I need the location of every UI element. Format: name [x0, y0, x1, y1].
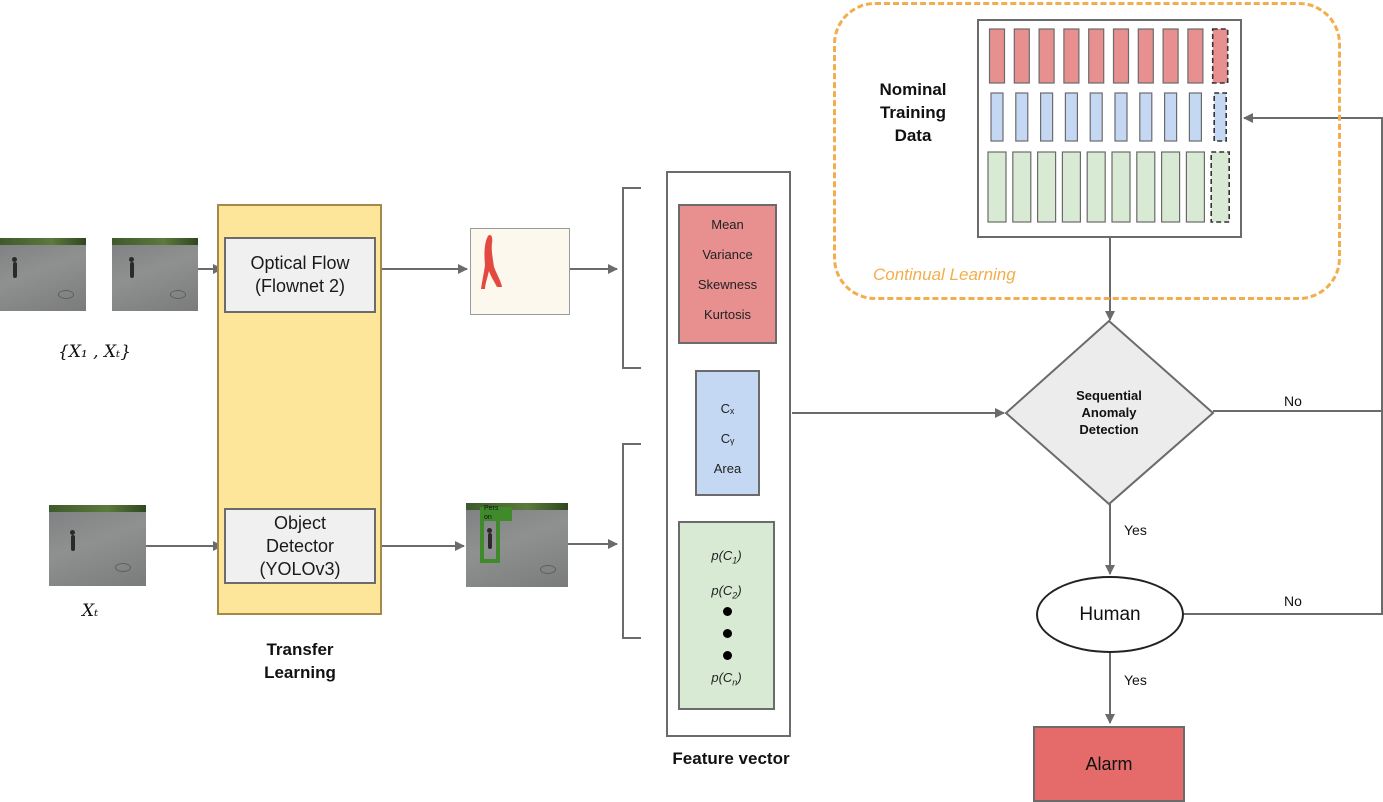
- edge-label-no-1: No: [1284, 393, 1302, 409]
- training-cell-class-3: [1036, 151, 1057, 223]
- input-frame-1: [0, 238, 86, 311]
- training-cell-location-8: [1164, 92, 1178, 142]
- training-cell-motion-3: [1038, 28, 1055, 84]
- sequential-line-3: Detection: [1079, 422, 1139, 437]
- edge-label-no-2: No: [1284, 593, 1302, 609]
- nominal-title-line-1: Nominal: [879, 80, 947, 99]
- transfer-title-line-1: Transfer: [266, 640, 334, 659]
- loc-cy: Cᵧ: [720, 431, 735, 446]
- object-detector-box: Object Detector (YOLOv3): [224, 508, 376, 584]
- training-cell-location-10: [1213, 92, 1227, 142]
- training-cell-location-6: [1114, 92, 1128, 142]
- ellipsis-dot-2: [723, 629, 732, 638]
- optical-flow-box: Optical Flow (Flownet 2): [224, 237, 376, 313]
- flow-image: [470, 228, 570, 315]
- line-no-from-human: [1183, 411, 1383, 615]
- training-cell-location-1: [990, 92, 1004, 142]
- flow-silhouette: [481, 234, 502, 289]
- bbox-caption: Pers on: [484, 505, 499, 521]
- edge-label-yes-1: Yes: [1124, 522, 1147, 538]
- training-cell-class-9: [1185, 151, 1205, 223]
- training-cell-class-8: [1161, 151, 1181, 223]
- input-single-label: Xₜ: [82, 601, 99, 621]
- class-probs-box: p(C1) p(C2) p(Cn): [678, 521, 775, 710]
- sequential-label: Sequential Anomaly Detection: [1044, 387, 1174, 438]
- object-detector-line-3: (YOLOv3): [259, 558, 341, 579]
- human-label: Human: [1079, 603, 1141, 625]
- training-cell-class-1: [987, 151, 1007, 223]
- training-cell-motion-6: [1112, 28, 1130, 84]
- training-cell-location-9: [1188, 92, 1202, 142]
- feature-vector-title: Feature vector: [672, 749, 790, 768]
- input-pair-label: {X₁ , Xₜ}: [58, 342, 132, 362]
- training-cell-motion-1: [988, 28, 1006, 84]
- training-cell-motion-10: [1211, 28, 1229, 84]
- nominal-title-line-3: Data: [894, 126, 932, 145]
- training-cell-class-7: [1136, 151, 1156, 223]
- nominal-title-line-2: Training: [879, 103, 947, 122]
- transfer-learning-title: Transfer Learning: [240, 638, 360, 684]
- nominal-title: Nominal Training Data: [858, 78, 968, 147]
- loc-area: Area: [713, 461, 742, 476]
- alarm-label: Alarm: [1085, 753, 1133, 774]
- prob-c1: p(C1): [711, 548, 742, 566]
- transfer-title-line-2: Learning: [264, 663, 336, 682]
- optical-flow-line-2: (Flownet 2): [254, 276, 346, 296]
- training-cell-location-3: [1039, 92, 1054, 142]
- training-cell-motion-9: [1187, 28, 1204, 84]
- ellipsis-dot-1: [723, 607, 732, 616]
- stat-skewness: Skewness: [697, 277, 758, 292]
- training-cell-motion-8: [1162, 28, 1179, 84]
- sequential-line-2: Anomaly: [1081, 405, 1137, 420]
- bracket-detection: [622, 443, 641, 639]
- training-cell-class-6: [1111, 151, 1131, 223]
- stat-kurtosis: Kurtosis: [704, 307, 751, 322]
- stat-mean: Mean: [711, 217, 744, 232]
- training-cell-motion-5: [1088, 28, 1105, 84]
- alarm-box: Alarm: [1033, 726, 1185, 802]
- loc-cx: Cₓ: [720, 401, 735, 416]
- continual-learning-label: Continual Learning: [873, 265, 1016, 284]
- training-cell-location-7: [1139, 92, 1153, 142]
- prob-c2: p(C2): [711, 583, 742, 601]
- human-node: Human: [1036, 576, 1184, 653]
- ellipsis-dot-3: [723, 651, 732, 660]
- edge-label-yes-2: Yes: [1124, 672, 1147, 688]
- training-cell-location-4: [1064, 92, 1079, 142]
- motion-stats-box: Mean Variance Skewness Kurtosis: [678, 204, 777, 344]
- training-data-cells: [987, 28, 1230, 223]
- training-cell-location-2: [1015, 92, 1029, 142]
- input-frame-single: [49, 505, 146, 586]
- detection-image: Pers on: [466, 503, 568, 587]
- object-detector-line-2: Detector: [265, 535, 335, 556]
- training-cell-class-2: [1012, 151, 1032, 223]
- input-frame-2: [112, 238, 198, 311]
- stat-variance: Variance: [702, 247, 753, 262]
- sequential-line-1: Sequential: [1076, 388, 1142, 403]
- bbox: [480, 507, 500, 563]
- training-cell-class-10: [1210, 151, 1230, 223]
- bracket-motion: [622, 187, 641, 369]
- sequential-diamond: [1004, 320, 1215, 506]
- training-cell-class-5: [1086, 151, 1106, 223]
- location-box: Cₓ Cᵧ Area: [695, 370, 760, 496]
- training-cell-class-4: [1061, 151, 1082, 223]
- object-detector-line-1: Object: [273, 512, 327, 533]
- training-cell-motion-2: [1013, 28, 1030, 84]
- line-no-from-sequential: [1213, 113, 1383, 412]
- training-cell-motion-7: [1137, 28, 1154, 84]
- continual-learning-region: [833, 2, 1341, 300]
- prob-cn: p(Cn): [711, 670, 742, 688]
- optical-flow-line-1: Optical Flow: [250, 253, 350, 273]
- training-cell-motion-4: [1063, 28, 1080, 84]
- training-cell-location-5: [1089, 92, 1103, 142]
